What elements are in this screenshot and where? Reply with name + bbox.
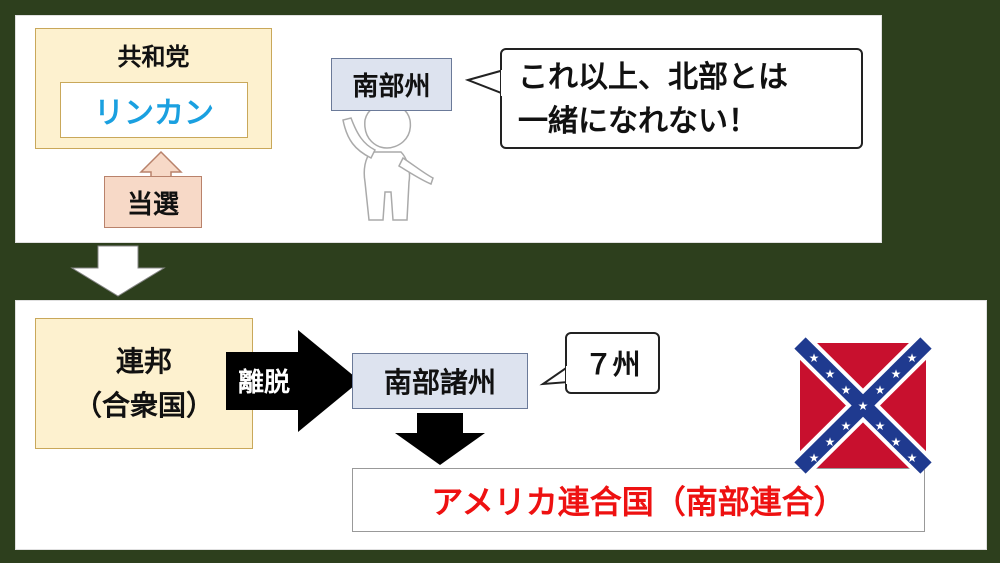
count-label: ７州 [584,348,641,381]
svg-text:★: ★ [858,399,869,413]
person-holding-sign-icon [342,102,434,221]
candidate-box: リンカン [60,82,248,138]
south-states-label: 南部諸州 [383,366,496,399]
svg-text:★: ★ [809,451,820,465]
union-line-1: 連邦 [115,344,172,378]
svg-text:★: ★ [891,367,902,381]
confederacy-box: アメリカ連合国（南部連合） [352,468,925,532]
transition-arrow-icon [70,245,166,297]
south-states-box: 南部諸州 [352,353,528,409]
count-tail-cover [566,366,570,384]
count-bubble: ７州 [565,332,660,394]
speech-line-2: 一緒になれない！ [518,104,758,139]
svg-text:★: ★ [841,419,852,433]
svg-text:★: ★ [841,383,852,397]
secession-arrow-icon [226,330,360,432]
candidate-name: リンカン [94,96,214,131]
svg-text:★: ★ [875,383,886,397]
speech-bubble: これ以上、北部とは 一緒になれない！ [500,48,863,149]
confederate-flag-icon: ★ ★ ★ ★ ★ ★ ★ ★ ★ ★ ★ ★ ★ [791,334,935,477]
speech-tail-cover [501,70,505,96]
svg-text:★: ★ [875,419,886,433]
elected-label: 当選 [126,189,179,220]
secession-label: 離脱 [238,368,291,398]
svg-text:★: ★ [907,351,918,365]
union-box: 連邦 （合衆国） [35,318,253,449]
speech-line-1: これ以上、北部とは [518,60,788,95]
svg-text:★: ★ [825,435,836,449]
south-state-sign: 南部州 [331,58,452,111]
union-line-2: （合衆国） [73,388,214,422]
svg-text:★: ★ [891,435,902,449]
confederacy-label: アメリカ連合国（南部連合） [431,483,846,521]
south-state-label: 南部州 [352,72,431,102]
svg-text:★: ★ [809,351,820,365]
confederacy-arrow-icon [395,413,485,465]
svg-text:★: ★ [907,451,918,465]
svg-text:★: ★ [825,367,836,381]
party-label: 共和党 [117,43,190,71]
elected-box: 当選 [104,176,202,228]
